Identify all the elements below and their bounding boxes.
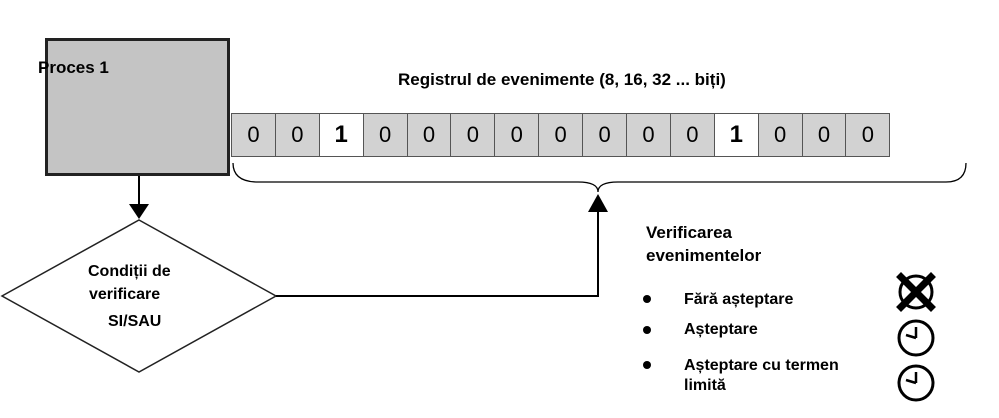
condition-diamond (0, 219, 278, 373)
register-bit-11: 1 (713, 113, 759, 157)
register-bit-6: 0 (494, 113, 540, 157)
register-bit-9: 0 (626, 113, 671, 157)
verification-title-line2: evenimentelor (646, 246, 762, 265)
clock-icon (897, 319, 935, 357)
register-bit-7: 0 (538, 113, 584, 157)
register-bit-4: 0 (406, 113, 452, 157)
option-label-line1: Așteptare cu termen (684, 357, 839, 374)
option-label: Fără așteptare (684, 291, 794, 308)
process-box (45, 38, 230, 176)
condition-to-brace-arrowhead (588, 194, 608, 212)
option-label-line2: limită (684, 377, 726, 394)
register-title: Registrul de evenimente (8, 16, 32 ... b… (398, 70, 726, 89)
register-bit-14: 0 (845, 113, 891, 157)
condition-label-line3: SI/SAU (108, 313, 162, 330)
condition-label-line1: Condiții de (88, 263, 171, 280)
process-to-condition-arrowhead (129, 204, 149, 219)
register-bit-13: 0 (801, 113, 847, 157)
process-label: Proces 1 (38, 58, 109, 77)
register-bit-10: 0 (669, 113, 715, 157)
clock-icon (897, 364, 935, 402)
verification-title-line1: Verificarea (646, 223, 733, 242)
register-bit-12: 0 (757, 113, 803, 157)
bullet-icon (643, 361, 651, 369)
register-bit-3: 0 (362, 113, 408, 157)
option-label: Așteptare (684, 321, 758, 338)
bullet-icon (643, 326, 651, 334)
no-wait-icon (896, 272, 936, 312)
register-bit-1: 0 (274, 113, 320, 157)
register-bit-8: 0 (582, 113, 628, 157)
bullet-icon (643, 295, 651, 303)
register-brace (232, 162, 967, 193)
event-register: 0 0 1 0 0 0 0 0 0 0 0 1 0 0 0 (231, 113, 891, 157)
verification-title: Verificarea evenimentelor (646, 221, 761, 267)
condition-label-line2: verificare (89, 286, 161, 303)
condition-to-brace-line (276, 212, 599, 297)
